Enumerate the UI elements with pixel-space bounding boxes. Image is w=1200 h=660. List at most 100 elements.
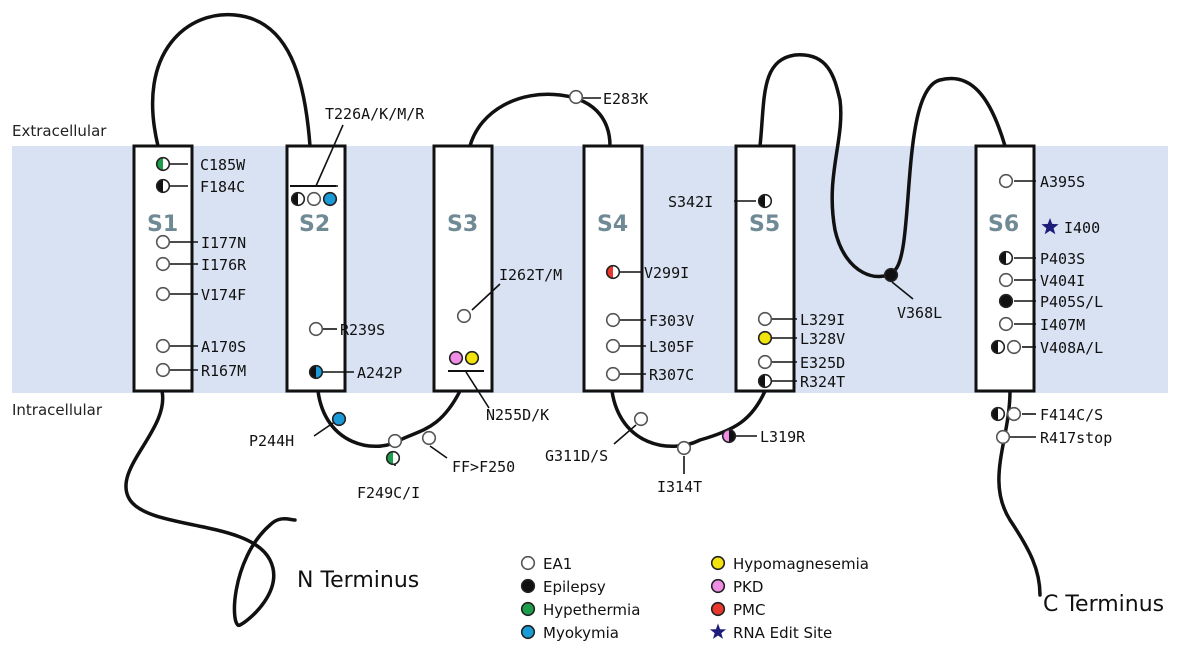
residue-t226-c [322,191,338,207]
residue-e283k [568,89,584,105]
label-v404i: V404I [1040,272,1085,290]
label-t226: T226A/K/M/R [325,105,425,123]
segment-s6-label: S6 [988,212,1019,237]
residue-v408-a [990,339,1006,355]
legend-item-ea1: EA1 [520,555,572,573]
label-l329i: L329I [800,311,845,329]
legend-label: Hypomagnesemia [733,555,869,573]
residue-v404i [998,272,1014,288]
legend-label: Epilepsy [543,578,606,596]
mutation-labels: C185W F184C I177N I176R V174F A170S R167… [200,90,1112,502]
residue-ff250-b [421,430,437,446]
legend-item-rna: RNA Edit Site [709,623,832,642]
filled-circle-icon [710,555,726,571]
residue-a170s [155,338,171,354]
label-r239s: R239S [340,321,385,339]
segment-s5-label: S5 [749,212,780,237]
residue-r307c [605,366,621,382]
label-i262: I262T/M [499,266,562,284]
legend-item-myokymia: Myokymia [520,624,619,642]
extracellular-label: Extracellular [12,122,107,140]
label-a395s: A395S [1040,173,1085,191]
legend-item-hypomagnesemia: Hypomagnesemia [710,555,869,573]
legend-item-pkd: PKD [710,578,763,596]
label-f414: F414C/S [1040,406,1103,424]
residue-f249 [385,450,401,466]
residue-r324t [757,373,773,389]
residue-n255-a [448,350,464,366]
label-e325d: E325D [800,354,845,372]
residue-f414-a [990,406,1006,422]
legend-label: PKD [733,578,763,596]
label-i407m: I407M [1040,316,1085,334]
legend-item-pmc: PMC [710,601,765,619]
open-circle-icon [520,555,536,571]
residue-n255-b [464,350,480,366]
label-e283k: E283K [603,90,648,108]
n-terminus-tail [124,389,297,627]
label-a242p: A242P [357,364,402,382]
segment-s1-label: S1 [147,212,178,237]
residue-l329i [757,311,773,327]
label-a170s: A170S [201,338,246,356]
residue-p405 [998,293,1014,309]
label-r324t: R324T [800,373,845,391]
label-l305f: L305F [649,338,694,356]
residue-p403s [998,250,1014,266]
segment-s3-label: S3 [447,212,478,237]
residue-i177n [155,234,171,250]
residue-c185w [155,156,171,172]
legend-label: Hypethermia [543,601,640,619]
filled-circle-icon [710,601,726,617]
filled-circle-icon [520,624,536,640]
loop-s3-s4 [468,92,612,148]
c-terminus-tail [997,389,1042,597]
residue-i262 [456,308,472,324]
residue-l328v [757,330,773,346]
residue-a242p [308,364,324,380]
label-n255: N255D/K [486,406,549,424]
n-terminus-label: N Terminus [297,568,419,593]
residue-i176r [155,256,171,272]
c-terminus-label: C Terminus [1043,592,1164,617]
legend-label: PMC [733,601,765,619]
residue-g311 [633,411,649,427]
label-g311: G311D/S [545,447,608,465]
leader-lines [169,97,1036,474]
label-r417: R417stop [1040,429,1112,447]
label-c185w: C185W [200,156,246,174]
label-i400: I400 [1064,219,1100,237]
residue-e325d [757,354,773,370]
residue-v368l [883,267,899,283]
residue-p244h [331,411,347,427]
filled-circle-icon [520,578,536,594]
residue-f414-b [1006,406,1022,422]
label-l328v: L328V [800,330,845,348]
label-ff250: FF>F250 [452,458,515,476]
residue-i407m [998,316,1014,332]
legend-label: EA1 [543,555,572,573]
label-i177n: I177N [201,234,246,252]
residue-s342i [757,193,773,209]
label-p405: P405S/L [1040,293,1103,311]
label-f303v: F303V [649,312,694,330]
segment-s3-box [432,144,494,393]
filled-circle-icon [520,601,536,617]
label-v174f: V174F [201,286,246,304]
residue-v408-b [1006,339,1022,355]
residue-r239s [308,321,324,337]
label-f249: F249C/I [357,484,420,502]
residue-l319r [721,428,737,444]
segment-s5-box [734,144,796,393]
residue-r167m [155,362,171,378]
legend-item-epilepsy: Epilepsy [520,578,606,596]
residue-t226-a [290,191,306,207]
residue-f303v [605,312,621,328]
loop-s5-s6 [758,53,1007,279]
residue-a395s [998,173,1014,189]
label-r307c: R307C [649,366,694,384]
residue-l305f [605,338,621,354]
label-s342i: S342I [668,193,713,211]
